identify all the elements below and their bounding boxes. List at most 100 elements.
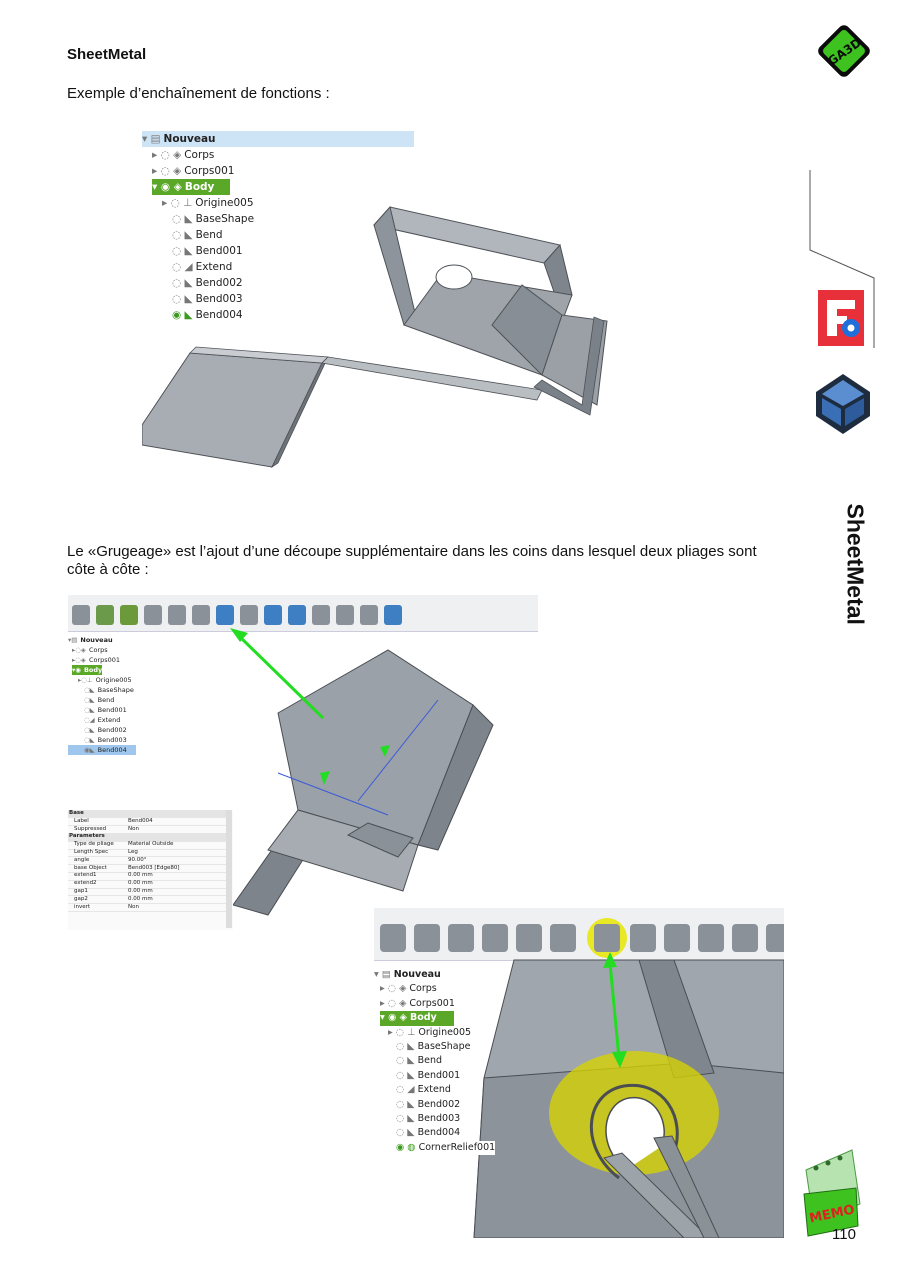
- figure-3: ▾ ▤Nouveau ▸ ◌ ◈Corps ▸ ◌ ◈Corps001 ▾ ◉ …: [374, 908, 784, 1238]
- bend-icon: ◌ ◣: [172, 293, 193, 305]
- tree-item-body[interactable]: ▾◉Body: [72, 665, 103, 675]
- eye-icon: ▾ ◉ ◈: [380, 1012, 407, 1024]
- tree-item-bend003[interactable]: ◌ ◣Bend003: [396, 1112, 461, 1127]
- tree-item-bend[interactable]: ◌ ◣Bend: [172, 229, 223, 241]
- tree-item-corps[interactable]: ▸ ◌ ◈Corps: [380, 982, 437, 997]
- sheet-icon: ◌◣: [84, 686, 95, 694]
- origin-icon: ▸ ◌ ⊥: [162, 197, 193, 209]
- tree-item-bend[interactable]: ◌◣Bend: [84, 696, 115, 704]
- body-icon: ▸ ◌ ◈: [380, 997, 407, 1009]
- tree-item-extend[interactable]: ◌ ◢Extend: [172, 261, 233, 273]
- tree-item-bend001[interactable]: ◌ ◣Bend001: [396, 1068, 461, 1084]
- ga3d-logo: GA3D: [818, 25, 870, 77]
- bend-icon: ◌◣: [84, 736, 95, 744]
- document-icon: ▾ ▤: [142, 133, 161, 145]
- tree-item-corps[interactable]: ▸◌◈Corps: [72, 646, 108, 654]
- tree-item-bend002[interactable]: ◌ ◣Bend002: [172, 277, 243, 289]
- sidebar-vertical-title: SheetMetal: [842, 503, 869, 625]
- tree-item-origine005[interactable]: ▸ ◌ ⊥Origine005: [388, 1025, 472, 1040]
- tree-item-body[interactable]: ▾ ◉ ◈Body: [152, 179, 230, 195]
- page-number: 110: [832, 1226, 856, 1243]
- bend-icon: ◌ ◣: [172, 277, 193, 289]
- freecad-logo-icon: [818, 290, 864, 346]
- memo-badge: MEMO: [803, 1149, 861, 1237]
- model-tree-1: ▾ ▤Nouveau ▸ ◌ ◈Corps ▸ ◌ ◈Corps001 ▾ ◉ …: [142, 125, 414, 325]
- tree-item-bend003[interactable]: ◌ ◣Bend003: [172, 293, 243, 305]
- bend-icon: ◌ ◣: [396, 1127, 415, 1139]
- property-group-base: Base: [68, 810, 226, 819]
- extend-icon: ◌ ◢: [172, 261, 193, 273]
- tree-item-corps[interactable]: ▸ ◌ ◈Corps: [152, 149, 215, 161]
- tree-item-nouveau[interactable]: ▾ ▤Nouveau: [142, 131, 414, 147]
- body-icon: ▸ ◌ ◈: [152, 165, 182, 177]
- intro-text: Exemple d’enchaînement de fonctions :: [67, 85, 330, 102]
- tree-item-nouveau[interactable]: ▾▤Nouveau: [68, 636, 113, 644]
- bend-icon: ◌ ◣: [396, 1098, 415, 1110]
- sidebar-frame-line: [809, 170, 875, 348]
- tree-item-corps001[interactable]: ▸ ◌ ◈Corps001: [380, 996, 455, 1012]
- bend-icon: ◌ ◣: [172, 229, 193, 241]
- property-scrollbar[interactable]: [226, 810, 232, 928]
- body-icon: ▸ ◌ ◈: [152, 149, 182, 161]
- tree-item-origine005[interactable]: ▸ ◌ ⊥Origine005: [162, 197, 254, 209]
- bend-icon: ◌◣: [84, 726, 95, 734]
- bend-icon: ◌ ◣: [396, 1113, 415, 1124]
- extend-icon: ◌ ◢: [396, 1084, 415, 1096]
- eye-icon: ▾ ◉ ◈: [152, 181, 182, 193]
- body-icon: ▸ ◌ ◈: [380, 983, 407, 995]
- tree-item-bend002[interactable]: ◌ ◣Bend002: [396, 1097, 461, 1112]
- document-icon: ▾ ▤: [374, 969, 391, 980]
- tree-item-bend004[interactable]: ◌ ◣Bend004: [396, 1126, 461, 1141]
- bend-icon: ◌ ◣: [396, 1055, 415, 1067]
- tree-item-baseshape[interactable]: ◌ ◣BaseShape: [172, 213, 255, 225]
- body-icon: ▸◌◈: [72, 656, 86, 664]
- tree-item-bend003[interactable]: ◌◣Bend003: [84, 736, 127, 744]
- tree-item-bend004[interactable]: ◉ ◣Bend004: [172, 309, 243, 321]
- tree-item-corps001[interactable]: ▸◌◈Corps001: [72, 656, 121, 664]
- tree-item-bend004[interactable]: ◉◣Bend004: [68, 745, 136, 755]
- tree-item-nouveau[interactable]: ▾ ▤Nouveau: [374, 968, 441, 983]
- origin-icon: ▸ ◌ ⊥: [388, 1026, 416, 1038]
- tree-item-bend002[interactable]: ◌◣Bend002: [84, 726, 127, 734]
- bend-icon: ◌◣: [84, 706, 95, 714]
- corner-relief-icon: ◉ ◍: [396, 1141, 416, 1153]
- eye-icon: ◉ ◣: [172, 309, 193, 321]
- document-icon: ▾▤: [68, 636, 78, 644]
- tree-item-bend[interactable]: ◌ ◣Bend: [396, 1054, 443, 1069]
- figure-1: ▾ ▤Nouveau ▸ ◌ ◈Corps ▸ ◌ ◈Corps001 ▾ ◉ …: [142, 125, 667, 485]
- tree-item-baseshape[interactable]: ◌◣BaseShape: [84, 686, 134, 694]
- bend-icon: ◌ ◣: [396, 1069, 415, 1081]
- figure-3-render: [380, 918, 784, 1238]
- figure-1-part-render: [142, 205, 608, 469]
- sheet-icon: ◌ ◣: [172, 213, 193, 225]
- tree-item-baseshape[interactable]: ◌ ◣BaseShape: [396, 1040, 471, 1055]
- tree-item-bend001[interactable]: ◌◣Bend001: [84, 706, 127, 714]
- figure-2-render: [72, 605, 494, 916]
- toolbar-icons[interactable]: [72, 605, 402, 625]
- tree-item-body[interactable]: ▾ ◉ ◈Body: [380, 1011, 454, 1026]
- tree-item-extend[interactable]: ◌ ◢Extend: [396, 1083, 451, 1098]
- property-group-parameters: Parameters: [68, 833, 226, 842]
- page-title: SheetMetal: [67, 46, 147, 63]
- extend-icon: ◌◢: [84, 716, 95, 724]
- tree-item-origine005[interactable]: ▸◌⊥Origine005: [78, 676, 132, 684]
- toolbar-icons[interactable]: [380, 918, 784, 958]
- bend-icon: ◌◣: [84, 696, 95, 704]
- tree-item-cornerrelief001[interactable]: ◉ ◍CornerRelief001: [396, 1140, 496, 1156]
- tree-item-extend[interactable]: ◌◢Extend: [84, 716, 121, 724]
- tree-item-corps001[interactable]: ▸ ◌ ◈Corps001: [152, 165, 235, 177]
- eye-icon: ◉◣: [84, 746, 95, 754]
- figure-2: ▾▤Nouveau ▸◌◈Corps ▸◌◈Corps001 ▾◉Body ▸◌…: [68, 595, 538, 930]
- tree-item-bend001[interactable]: ◌ ◣Bend001: [172, 245, 243, 257]
